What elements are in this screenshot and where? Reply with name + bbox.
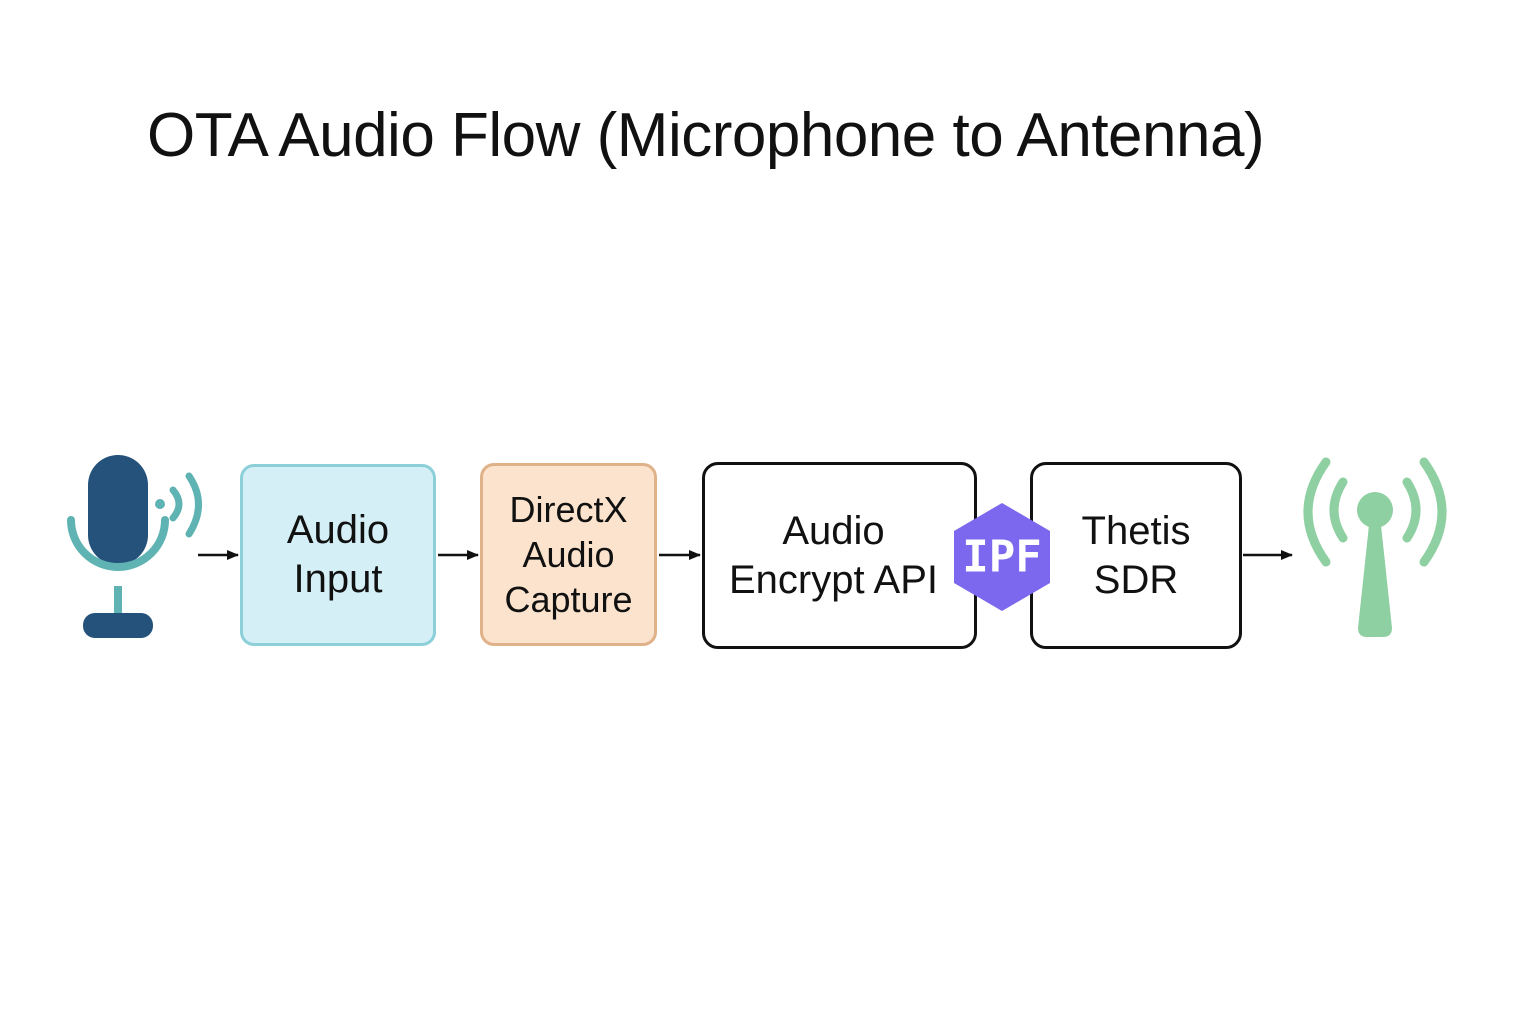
directx-label-line3: Capture [504, 579, 633, 620]
audio-input-box: Audio Input [240, 464, 436, 646]
encrypt-label-line1: Audio [782, 508, 885, 553]
audio-input-label-line2: Input [293, 557, 383, 601]
encrypt-label-line2: Encrypt API [729, 557, 938, 602]
microphone-icon [67, 455, 202, 638]
directx-audio-capture-box: DirectX Audio Capture [480, 463, 657, 646]
audio-encrypt-api-box: Audio Encrypt API [702, 462, 977, 649]
thetis-label-line1: Thetis [1081, 508, 1191, 553]
audio-input-label-line1: Audio [286, 508, 390, 553]
diagram-title: OTA Audio Flow (Microphone to Antenna) [147, 101, 1265, 170]
antenna-icon [1303, 457, 1447, 637]
thetis-label-line2: SDR [1093, 557, 1179, 602]
thetis-sdr-box: Thetis SDR [1030, 462, 1242, 649]
directx-label-line1: DirectX [509, 489, 628, 530]
directx-label-line2: Audio [522, 534, 615, 575]
